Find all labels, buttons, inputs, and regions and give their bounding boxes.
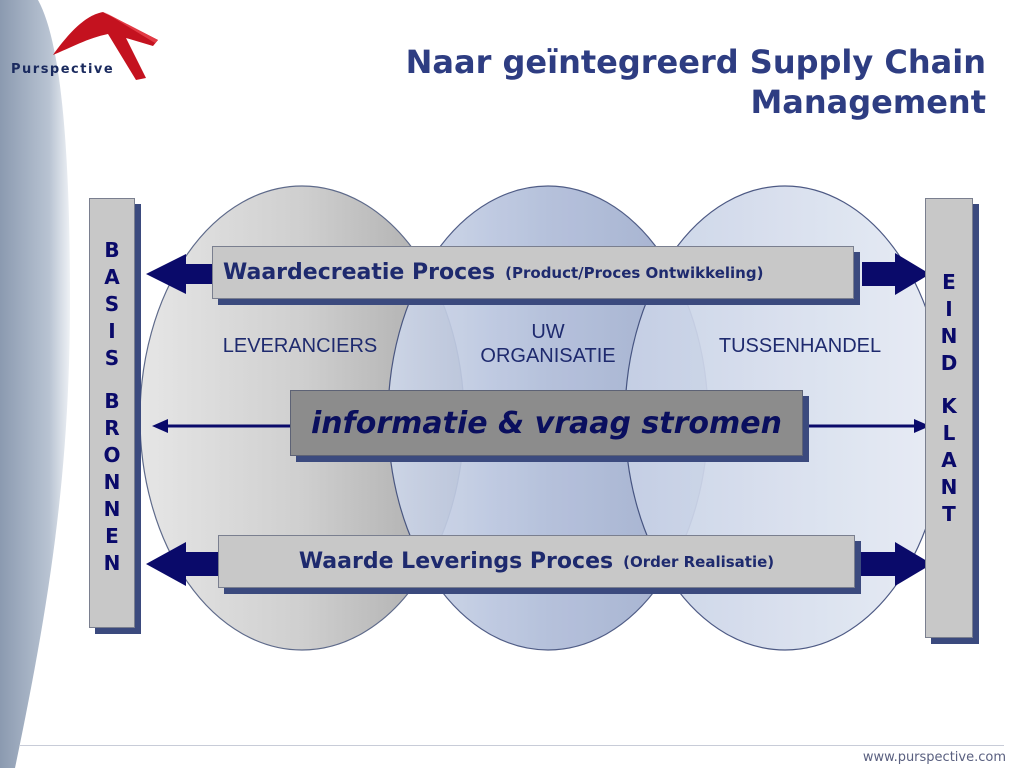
letter: B bbox=[104, 238, 120, 262]
title-line-2: Management bbox=[750, 83, 986, 121]
left-decorative-band bbox=[0, 0, 70, 768]
top-right-arrow bbox=[862, 253, 930, 295]
waarde-levering-title: Waarde Leverings Proces bbox=[298, 549, 614, 574]
letter: N bbox=[103, 497, 121, 521]
letter: O bbox=[103, 443, 121, 467]
letter: I bbox=[945, 297, 953, 321]
footer-divider bbox=[20, 745, 1004, 746]
information-flow-box: informatie & vraag stromen bbox=[290, 390, 803, 456]
slide-title: Naar geïntegreerd Supply Chain Managemen… bbox=[346, 42, 986, 122]
letter: S bbox=[104, 292, 120, 316]
top-left-arrow bbox=[146, 254, 216, 294]
waarde-levering-subtitle: (Order Realisatie) bbox=[623, 552, 775, 571]
tussenhandel-label: TUSSENHANDEL bbox=[718, 335, 882, 357]
waarde-levering-process-box: Waarde Leverings Proces (Order Realisati… bbox=[218, 535, 855, 588]
letter: N bbox=[103, 470, 121, 494]
letter: E bbox=[105, 524, 119, 548]
purspective-logo bbox=[53, 12, 158, 80]
info-right-arrowhead bbox=[914, 419, 930, 433]
letter: N bbox=[940, 475, 958, 499]
letter: S bbox=[104, 346, 120, 370]
leveranciers-label: LEVERANCIERS bbox=[222, 335, 378, 357]
organisatie-label: UW ORGANISATIE bbox=[448, 320, 648, 368]
letter: N bbox=[940, 324, 958, 348]
basis-bronnen-bar: B A S I S B R O N N E N bbox=[89, 198, 135, 628]
letter: R bbox=[104, 416, 120, 440]
organisatie-label-line-1: UW bbox=[531, 321, 565, 343]
bottom-right-arrow bbox=[860, 542, 932, 586]
letter: A bbox=[941, 448, 957, 472]
letter: A bbox=[104, 265, 120, 289]
letter: D bbox=[940, 351, 958, 375]
letter: K bbox=[941, 394, 957, 418]
waardecreatie-title: Waardecreatie Proces bbox=[223, 260, 496, 285]
letter: L bbox=[942, 421, 956, 445]
info-left-arrowhead bbox=[152, 419, 168, 433]
letter: B bbox=[104, 389, 120, 413]
waardecreatie-subtitle: (Product/Proces Ontwikkeling) bbox=[505, 263, 764, 282]
letter: I bbox=[108, 319, 116, 343]
information-flow-label: informatie & vraag stromen bbox=[311, 405, 782, 441]
footer-url: www.purspective.com bbox=[862, 750, 1006, 765]
logo-wordmark: Purspective bbox=[11, 62, 115, 77]
organisatie-label-line-2: ORGANISATIE bbox=[480, 345, 616, 367]
letter: N bbox=[103, 551, 121, 575]
letter: T bbox=[942, 502, 956, 526]
eind-klant-bar: E I N D K L A N T bbox=[925, 198, 973, 638]
letter: E bbox=[942, 270, 956, 294]
waardecreatie-process-box: Waardecreatie Proces (Product/Proces Ont… bbox=[212, 246, 854, 299]
bottom-left-arrow bbox=[146, 542, 222, 586]
title-line-1: Naar geïntegreerd Supply Chain bbox=[405, 43, 986, 81]
